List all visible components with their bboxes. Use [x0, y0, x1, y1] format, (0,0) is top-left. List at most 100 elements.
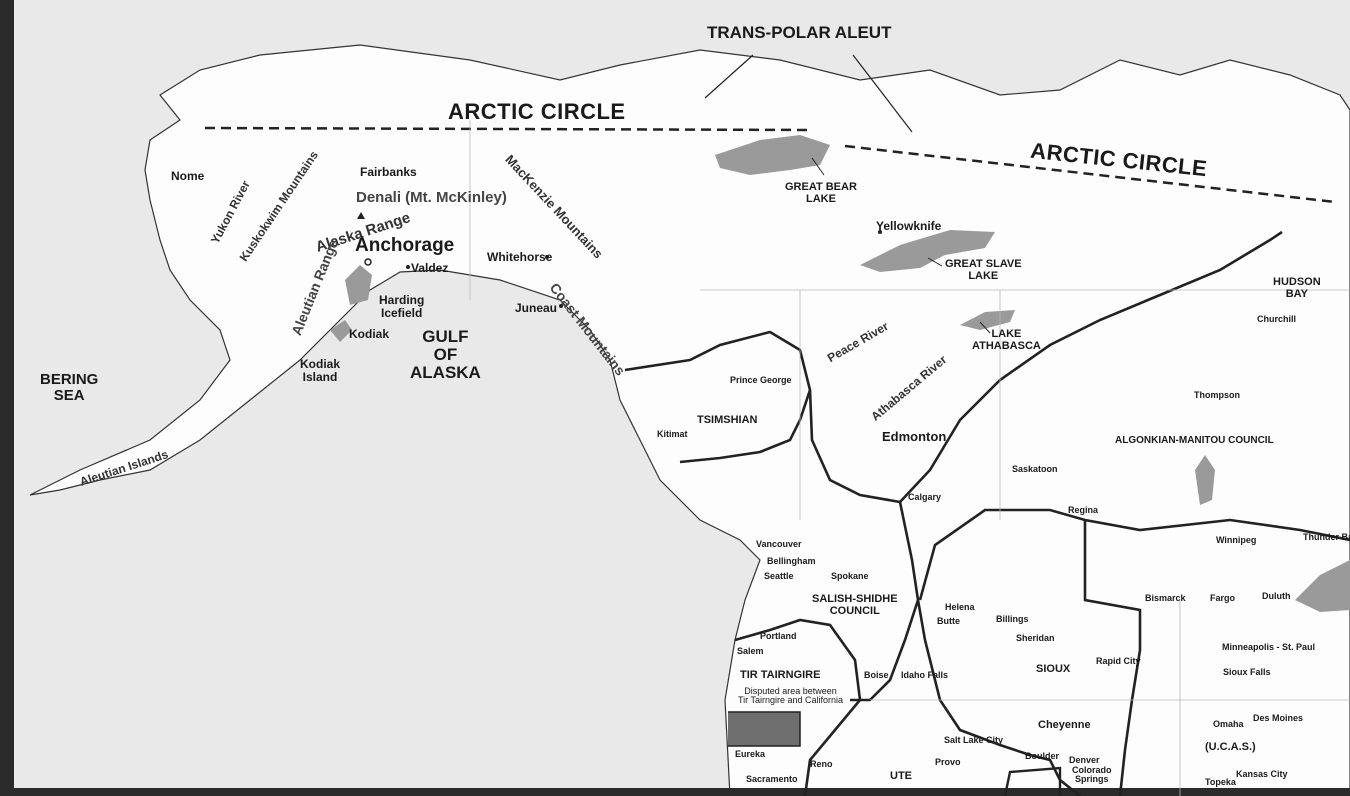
city-saskatoon: Saskatoon: [1012, 464, 1058, 474]
disputed-line1: Disputed area between: [744, 686, 837, 696]
border-ute-box: [1003, 766, 1062, 796]
city-boise: Boise: [864, 670, 889, 680]
tir-tairngire-label: TIR TAIRNGIRE: [740, 669, 821, 681]
city-thompson: Thompson: [1194, 390, 1240, 400]
city-eureka: Eureka: [735, 749, 766, 759]
great-slave-line1: GREAT SLAVE: [945, 258, 1022, 270]
yellowknife-marker: [878, 230, 882, 234]
city-fairbanks: Fairbanks: [360, 165, 417, 179]
city-butte: Butte: [937, 616, 960, 626]
harding-line2: Icefield: [380, 305, 423, 320]
juneau-marker: [559, 304, 563, 308]
city-bismarck: Bismarck: [1145, 593, 1186, 603]
lake-superior-shape: [1295, 560, 1350, 612]
city-topeka: Topeka: [1205, 777, 1236, 787]
city-vancouver: Vancouver: [756, 539, 802, 549]
great-bear-line1: GREAT BEAR: [785, 181, 857, 193]
kodiak-island-line2: Island: [302, 369, 338, 384]
gulf-of-alaska-label: GULF OF ALASKA: [410, 328, 481, 382]
trans-polar-leader-right: [852, 54, 913, 133]
city-omaha: Omaha: [1213, 719, 1244, 729]
great-bear-lake-shape: [715, 135, 830, 175]
city-provo: Provo: [935, 757, 961, 767]
arctic-circle-label-west: ARCTIC CIRCLE: [448, 99, 626, 124]
city-rapid-city: Rapid City: [1096, 656, 1141, 666]
trans-polar-leader-left: [704, 54, 754, 99]
city-kodiak: Kodiak: [349, 327, 390, 341]
great-slave-lake-shape: [860, 230, 995, 272]
city-salt-lake-city: Salt Lake City: [944, 735, 1004, 745]
city-kansas-city: Kansas City: [1236, 769, 1288, 779]
city-churchill: Churchill: [1257, 314, 1297, 324]
denali-marker: [357, 212, 365, 219]
bottom-edge: [0, 788, 1350, 796]
city-edmonton: Edmonton: [882, 429, 947, 444]
city-anchorage: Anchorage: [355, 235, 455, 256]
city-bellingham: Bellingham: [767, 556, 816, 566]
harding-line1: Harding: [379, 293, 425, 307]
city-juneau: Juneau: [515, 301, 558, 315]
salish-shidhe-line1: SALISH-SHIDHE: [812, 593, 898, 605]
hudson-line2: BAY: [1285, 287, 1308, 300]
lake-athabasca-line1: LAKE: [991, 328, 1022, 340]
city-valdez: Valdez: [411, 261, 449, 275]
border-tir-south: [728, 711, 801, 747]
city-spokane: Spokane: [831, 571, 869, 581]
city-seattle: Seattle: [764, 571, 794, 581]
gulf-line3: ALASKA: [410, 362, 481, 382]
salish-shidhe-line2: COUNCIL: [829, 604, 880, 617]
province-lines: [469, 120, 1350, 796]
arctic-circle-line-west: [204, 126, 811, 132]
city-reno: Reno: [810, 759, 833, 769]
border-salish-south: [734, 618, 862, 796]
city-kitimat: Kitimat: [657, 429, 688, 439]
border-sioux-east: [1083, 520, 1142, 796]
hudson-line1: HUDSON: [1273, 276, 1321, 288]
disputed-area-label: Disputed area between Tir Tairngire and …: [738, 686, 843, 706]
lake-winnipeg-shape: [1195, 455, 1215, 505]
city-salem: Salem: [737, 646, 764, 656]
city-portland: Portland: [760, 631, 797, 641]
city-yellowknife: Yellowknife: [876, 219, 942, 233]
valdez-marker: [406, 265, 410, 269]
city-nome: Nome: [171, 169, 205, 183]
city-sheridan: Sheridan: [1016, 633, 1055, 643]
border-algonkian-west: [808, 230, 1283, 504]
anchorage-marker: [364, 258, 372, 266]
bering-sea-label: BERING SEA: [40, 372, 98, 404]
gulf-line2: OF: [433, 344, 458, 364]
gulf-line1: GULF: [422, 327, 469, 346]
city-sioux-falls: Sioux Falls: [1223, 667, 1271, 677]
city-colorado-springs: Colorado Springs: [1072, 765, 1112, 785]
city-idaho-falls: Idaho Falls: [901, 670, 949, 680]
city-calgary: Calgary: [908, 492, 942, 502]
lake-athabasca-label: LAKE ATHABASCA: [972, 328, 1041, 352]
city-minneapolis: Minneapolis - St. Paul: [1222, 642, 1316, 652]
harding-icefield-label: Harding Icefield: [379, 294, 424, 319]
disputed-area-shape: [728, 712, 800, 746]
city-duluth: Duluth: [1262, 591, 1291, 601]
hudson-bay-label: HUDSON BAY: [1273, 276, 1321, 300]
kodiak-island-label: Kodiak Island: [300, 358, 340, 383]
land-mass: [29, 44, 1350, 796]
ute-label: UTE: [890, 770, 912, 782]
harding-icefield-shape: [345, 265, 372, 305]
lake-athabasca-line2: ATHABASCA: [972, 339, 1041, 352]
colorado-springs-line1: Colorado: [1072, 765, 1112, 775]
great-bear-lake-label: GREAT BEAR LAKE: [785, 181, 857, 205]
city-winnipeg: Winnipeg: [1216, 535, 1257, 545]
arctic-circle-line-east: [844, 144, 1336, 204]
city-prince-george: Prince George: [730, 375, 792, 385]
city-boulder: Boulder: [1025, 751, 1060, 761]
great-slave-line2: LAKE: [968, 269, 999, 282]
city-thunder-bay: Thunder Bay: [1303, 532, 1350, 542]
athabasca-leader: [979, 321, 991, 334]
sioux-label: SIOUX: [1036, 663, 1071, 675]
kodiak-island-shape: [330, 320, 352, 342]
border-ute: [916, 599, 1081, 796]
city-sacramento: Sacramento: [746, 774, 798, 784]
city-billings: Billings: [996, 614, 1029, 624]
city-regina: Regina: [1068, 505, 1099, 515]
